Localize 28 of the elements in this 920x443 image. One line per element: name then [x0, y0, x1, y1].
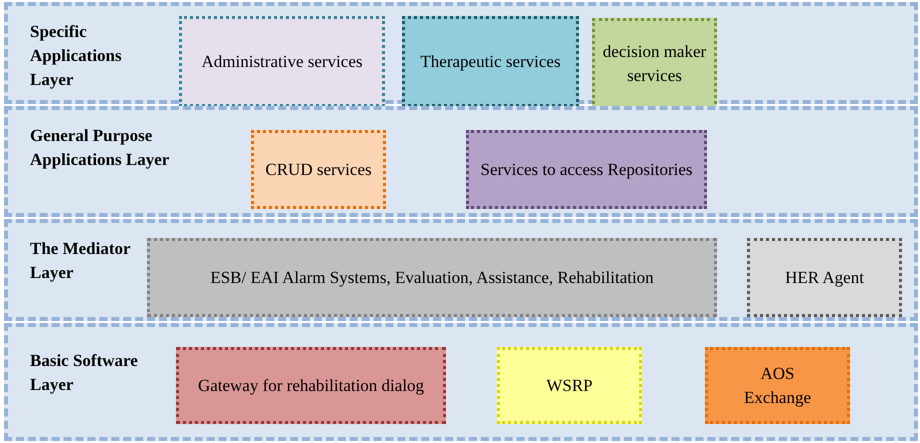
service-box: [176, 347, 446, 424]
service-label: ESB/ EAI Alarm Systems, Evaluation, Assistance, Rehabilitation: [210, 266, 654, 289]
service-box: [402, 16, 579, 107]
service-label: Services to access Repositories: [480, 158, 692, 181]
service-label: HER Agent: [785, 266, 864, 289]
layer-band: [4, 219, 918, 321]
layer-band: [4, 2, 918, 104]
service-box: [147, 238, 717, 317]
layer-title: General Purpose Applications Layer: [30, 125, 170, 171]
service-label: WSRP: [546, 374, 593, 396]
service-box: [466, 130, 707, 209]
layer-band: [4, 106, 918, 217]
layer-title: Specific Applications Layer: [30, 21, 123, 91]
layer-title: The Mediator Layer: [30, 238, 132, 284]
service-label: CRUD services: [265, 158, 372, 180]
layer-title: Basic Software Layer: [30, 350, 139, 396]
service-label: Administrative services: [202, 50, 362, 72]
service-box: [497, 347, 642, 424]
service-label: decision maker services: [602, 40, 708, 86]
service-box: [592, 18, 717, 109]
service-box: [251, 130, 386, 209]
service-label: Therapeutic services: [420, 50, 561, 73]
service-box: [747, 238, 902, 317]
service-label: Gateway for rehabilitation dialog: [198, 374, 424, 397]
layer-band: [4, 323, 918, 441]
service-box: [705, 347, 850, 424]
service-box: [179, 16, 385, 107]
service-label: AOS Exchange: [742, 362, 812, 409]
